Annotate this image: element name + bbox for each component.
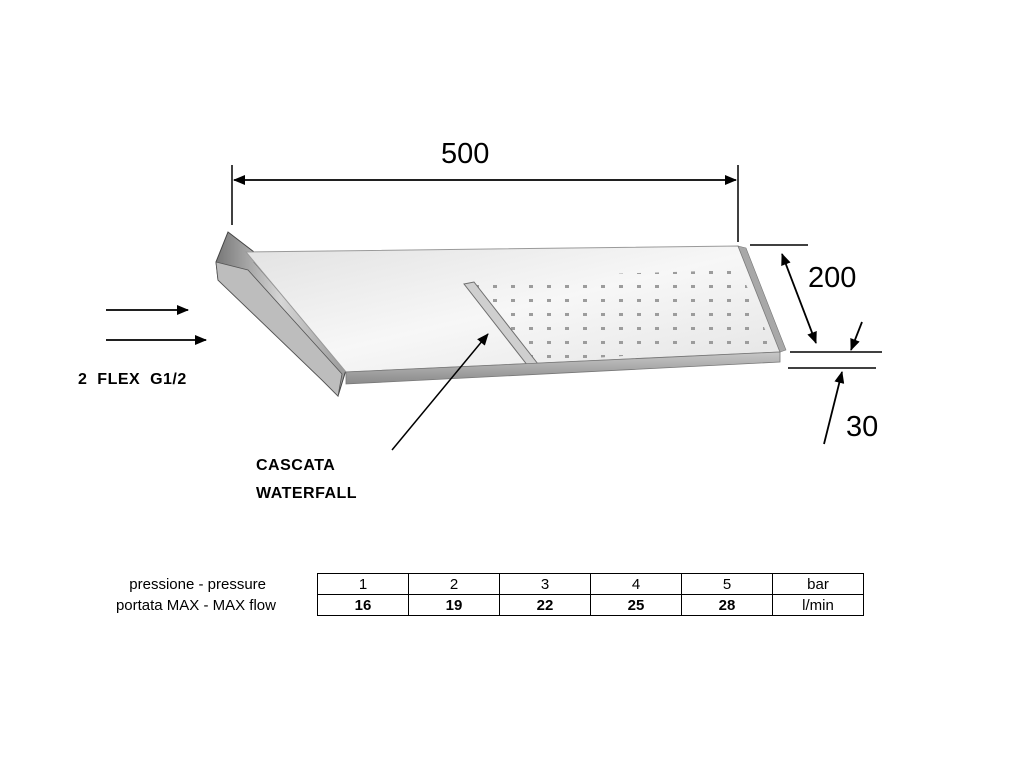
flow-cell: 16 [317,594,409,616]
waterfall-label: WATERFALL [256,485,358,502]
width-dimension [231,165,739,242]
flow-cell: 19 [408,594,500,616]
flow-cell: 28 [681,594,773,616]
flow-cell: 22 [499,594,591,616]
flow-row-label: portata MAX - MAX flow [115,597,276,614]
pressure-flow-table: 1 2 3 4 5 bar 16 19 22 25 28 l/min [317,573,864,616]
height-value: 30 [846,411,879,443]
depth-value: 200 [808,262,857,294]
pressure-cell: 2 [408,573,500,595]
pressure-cell: 4 [590,573,682,595]
shower-plate-side [737,245,787,353]
depth-dimension [750,244,882,353]
pressure-row: 1 2 3 4 5 bar [317,573,864,595]
pressure-cell: 5 [681,573,773,595]
width-value: 500 [441,138,490,170]
inlet-label: 2 FLEX G1/2 [78,371,187,388]
pressure-cell: 1 [317,573,409,595]
height-dimension [788,321,876,445]
flow-row: 16 19 22 25 28 l/min [317,594,864,616]
flow-cell: 25 [590,594,682,616]
flow-unit-cell: l/min [772,594,864,616]
shower-head [215,231,787,397]
pressure-unit-cell: bar [772,573,864,595]
wall-bracket-face [215,261,343,397]
shower-plate-edge [345,351,781,385]
pressure-cell: 3 [499,573,591,595]
pressure-row-label: pressione - pressure [129,576,266,593]
inlet-arrows [106,305,207,345]
cascata-label: CASCATA [256,457,336,474]
waterfall-leader [391,333,489,451]
nozzle-field [470,270,772,362]
